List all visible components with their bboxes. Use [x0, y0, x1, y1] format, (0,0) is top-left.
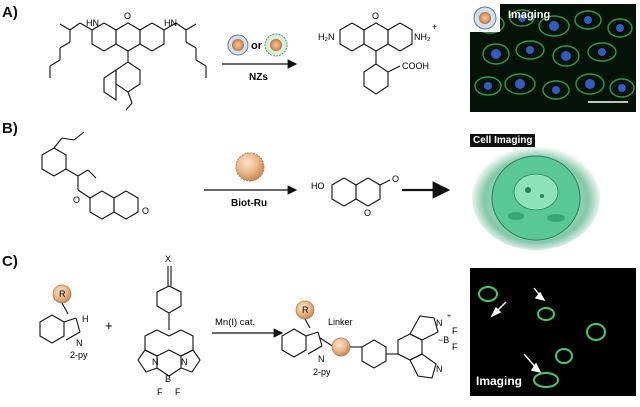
panel-a-product-h2n: H₂N: [318, 32, 335, 42]
panel-c-indole-py: 2-py: [70, 350, 88, 360]
panel-a-nanozyme-1: [227, 34, 249, 56]
panel-a-label: A): [2, 4, 18, 21]
panel-b-label: B): [2, 120, 18, 137]
panel-a-or-text: or: [251, 40, 263, 52]
panel-c-product-n: N: [318, 354, 325, 364]
panel-b-imaging-label: Cell Imaging: [470, 134, 536, 147]
panel-c-catalyst: Mn(I) cat.: [215, 317, 255, 328]
panel-b-catalyst-orb: [235, 152, 265, 182]
panel-c-alkyne-x: X: [165, 254, 171, 264]
panel-b-coumarin-o: O: [142, 206, 149, 216]
panel-c-product-n2: N: [436, 364, 443, 374]
panel-a-hn-left: HN: [86, 18, 99, 28]
panel-c-indole-reactant: [39, 302, 81, 344]
panel-c-r-group-label: R: [59, 289, 66, 299]
panel-a-product-o: O: [372, 11, 379, 21]
panel-a-product-plus: +: [432, 22, 437, 32]
panel-c-product-f1: F: [452, 326, 458, 336]
panel-b-product-ho: HO: [311, 181, 325, 191]
panel-a-imaging-label: Imaging: [508, 9, 551, 21]
panel-c-bodipy-n2: N: [181, 357, 188, 367]
panel-b-product-carbonyl-o: O: [392, 174, 399, 184]
panel-c-product-n1: N: [436, 318, 443, 328]
panel-c-label: C): [2, 253, 18, 270]
panel-c-plus: +: [105, 318, 113, 333]
panel-a-xanthene-o: O: [124, 11, 131, 21]
panel-c-indole-h: H: [82, 314, 89, 324]
panel-a-hn-right: HN: [164, 18, 177, 28]
panel-a-product-nh2: NH₂: [414, 32, 431, 42]
panel-a-nanozyme-2: [264, 33, 288, 57]
panel-a-micrograph: Imaging: [470, 4, 636, 112]
panel-a-product: [339, 22, 413, 95]
panel-b-ether-o: O: [73, 195, 80, 205]
panel-c-bodipy-n1: N: [152, 357, 159, 367]
panel-c-linker-label: Linker: [328, 317, 353, 327]
panel-c-indole-n: N: [76, 338, 83, 348]
panel-c-product-bminus: −B: [438, 335, 449, 345]
panel-b-product: [331, 177, 391, 207]
panel-c-product-py: 2-py: [313, 367, 331, 377]
panel-c-micrograph: Imaging: [470, 268, 636, 396]
panel-b-reactant: [41, 131, 139, 220]
panel-c-bodipy-f2: F: [175, 387, 181, 397]
panel-c-product-f2: F: [452, 342, 458, 352]
panel-b-reagent: Biot-Ru: [231, 198, 267, 209]
panel-c-imaging-label: Imaging: [476, 374, 523, 388]
panel-c-bodipy-f1: F: [157, 387, 163, 397]
panel-a-reagent: NZs: [249, 72, 268, 83]
panel-c-bodipy-reactant: [137, 266, 201, 377]
panel-b-cell-illustration: Cell Imaging: [470, 132, 602, 250]
panel-b-product-ring-o: O: [364, 208, 371, 218]
panel-a-product-cooh: COOH: [402, 61, 429, 71]
panel-c-product-r-label: R: [302, 305, 309, 315]
panel-c-bodipy-b: B: [165, 374, 171, 384]
panel-a-reactant: [49, 22, 207, 111]
panel-c-product-structure: [281, 315, 439, 379]
panel-c-linker-orb: [331, 337, 351, 357]
panel-c-product-plus: +: [447, 313, 451, 320]
